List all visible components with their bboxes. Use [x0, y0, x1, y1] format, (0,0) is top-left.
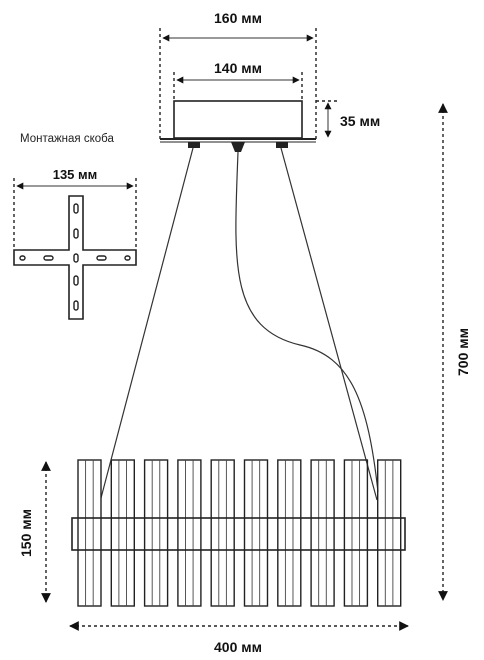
canopy-height-dimension: 35 мм: [316, 100, 380, 138]
bracket-cross: [13, 195, 137, 320]
crystal-prism: [310, 459, 335, 607]
bracket-hole: [73, 275, 79, 286]
mounting-bracket-caption: Монтажная скоба: [20, 133, 114, 145]
crystal-prism: [210, 459, 235, 607]
total-height-label: 700 мм: [455, 328, 471, 376]
cable-holder-left: [188, 142, 200, 148]
bracket-center-hole: [73, 253, 79, 263]
suspension-cable-left: [100, 147, 194, 499]
power-cord-gland: [231, 142, 245, 152]
suspension: [100, 147, 379, 501]
bracket-holes: [19, 203, 131, 311]
total-height-dimension: 700 мм: [438, 103, 471, 601]
crystal-prism: [110, 459, 136, 607]
canopy-outer-dimension: 160 мм: [159, 10, 317, 140]
canopy-inner-width-label: 140 мм: [214, 60, 262, 76]
shade-height-label: 150 мм: [18, 509, 34, 557]
crystal-prism: [243, 459, 269, 607]
bracket-hole: [96, 255, 107, 261]
bracket-hole: [73, 300, 79, 311]
canopy-outer-width-label: 160 мм: [214, 10, 262, 26]
bracket-hole: [19, 255, 26, 261]
crystal-prism: [77, 459, 102, 607]
bracket-width-label: 135 мм: [53, 167, 98, 182]
bracket-hole: [43, 255, 54, 261]
shade-ring: [71, 517, 406, 551]
crystal-shade: [71, 459, 406, 607]
cable-holder-right: [276, 142, 288, 148]
canopy-box: [173, 100, 303, 139]
bracket-hole: [124, 255, 131, 261]
crystal-prism: [143, 459, 169, 607]
bracket-hole: [73, 228, 79, 239]
shade-width-dimension: 400 мм: [69, 621, 409, 655]
power-cord: [235, 151, 379, 493]
mounting-bracket: Монтажная скоба 135 мм: [13, 133, 137, 320]
canopy-height-label: 35 мм: [340, 113, 380, 129]
suspension-cable-right: [280, 147, 378, 501]
crystal-prism: [277, 459, 302, 607]
crystal-prisms: [77, 459, 402, 607]
shade-height-dimension: 150 мм: [18, 461, 51, 603]
bracket-hole: [73, 203, 79, 214]
crystal-prism: [377, 459, 402, 607]
crystal-prism: [177, 459, 202, 607]
crystal-prism: [343, 459, 369, 607]
canopy-inner-dimension: 140 мм: [173, 60, 303, 100]
shade-width-label: 400 мм: [214, 639, 262, 655]
canopy: [160, 100, 316, 152]
